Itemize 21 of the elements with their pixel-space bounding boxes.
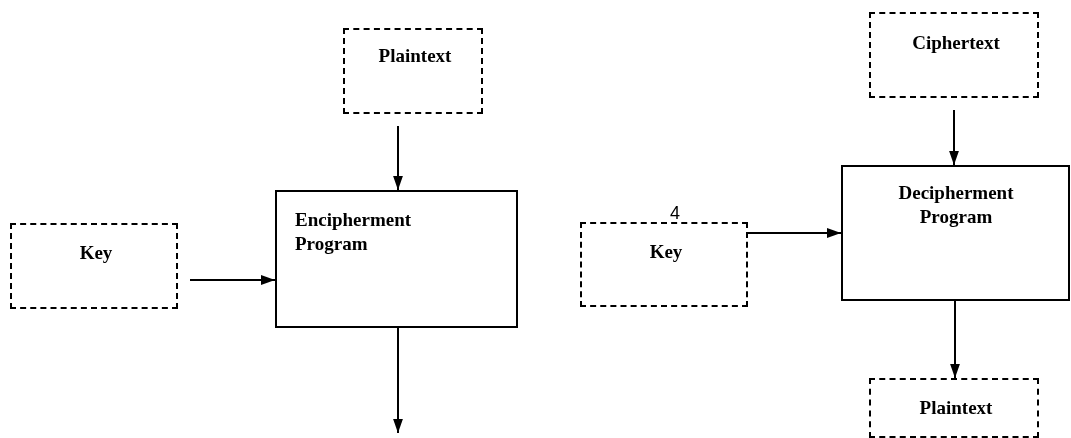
callout-number: 4: [670, 203, 680, 223]
dashed-box: [580, 222, 748, 307]
dashed-box: [869, 378, 1039, 438]
arrow: [393, 327, 403, 434]
node-label: Plaintext: [918, 396, 994, 420]
node-label: Ciphertext: [911, 31, 1001, 55]
dashed-box: [869, 12, 1039, 98]
node-label: Encipherment Program: [295, 208, 413, 256]
process-box: [275, 190, 518, 328]
dashed-box: [343, 28, 483, 114]
arrow: [393, 125, 403, 191]
node-label: Decipherment Program: [897, 181, 1015, 229]
node-label: Key: [648, 240, 684, 264]
process-box: [841, 165, 1070, 301]
dashed-box: [10, 223, 178, 309]
node-label: Key: [78, 241, 114, 265]
arrow: [950, 300, 960, 379]
arrow: [189, 275, 276, 285]
arrow: [747, 228, 842, 238]
arrow: [949, 109, 959, 166]
node-label: Plaintext: [377, 44, 453, 68]
